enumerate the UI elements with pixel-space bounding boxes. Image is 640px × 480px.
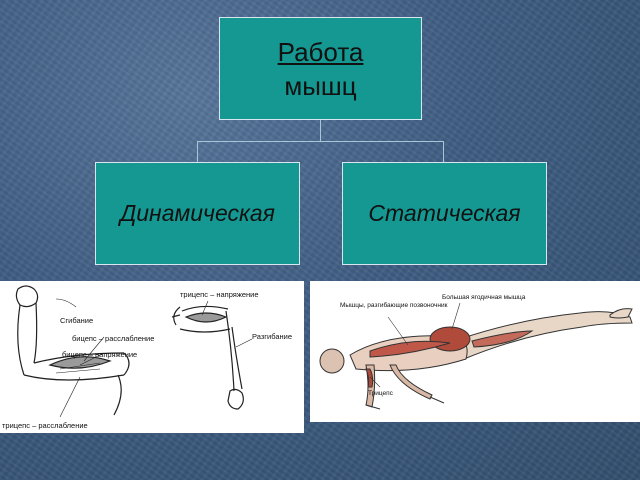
flexed-fist <box>15 285 39 308</box>
label-spine-extensors: Мышцы, разгибающие позвоночник <box>340 301 448 309</box>
extended-forearm <box>225 310 243 392</box>
arm-muscles-illustration: Сгибание бицепс – расслабление бицепс – … <box>0 281 304 433</box>
arms <box>365 364 433 408</box>
dynamic-node-label: Динамическая <box>120 200 275 226</box>
dynamic-node-box: Динамическая <box>95 162 300 265</box>
foot <box>609 308 633 319</box>
label-gluteus: Большая ягодичная мышца <box>442 294 526 301</box>
connector-right-down <box>443 141 444 162</box>
triceps-bulge <box>184 312 228 323</box>
connector-left-down <box>197 141 198 162</box>
label-biceps-tension: бицепс – напряжение <box>62 350 137 359</box>
extended-hand <box>227 388 244 410</box>
connector-root-down <box>320 120 321 142</box>
label-extension: Разгибание <box>252 332 292 341</box>
root-node-box: Работа мышц <box>219 17 422 120</box>
head <box>319 348 345 374</box>
label-biceps-relax: бицепс – расслабление <box>72 334 154 343</box>
hands <box>365 396 445 410</box>
static-pose-illustration: Мышцы, разгибающие позвоночник Большая я… <box>310 281 640 422</box>
extended-upper-arm <box>179 305 231 333</box>
label-triceps: Трицепс <box>368 390 394 397</box>
connector-horizontal <box>197 141 444 142</box>
triceps-muscle <box>365 368 374 388</box>
label-flexion: Сгибание <box>60 316 93 325</box>
static-pose-drawing: Мышцы, разгибающие позвоночник Большая я… <box>319 294 633 410</box>
label-triceps-relax: трицепс – расслабление <box>2 421 88 430</box>
flexed-forearm <box>17 302 38 376</box>
spine-extensor-muscles <box>369 340 451 358</box>
label-triceps-tension: трицепс – напряжение <box>180 290 259 299</box>
static-node-label: Статическая <box>368 200 521 226</box>
flexed-shoulder <box>113 352 130 416</box>
flexed-upper-arm <box>23 352 125 381</box>
arm-muscles-drawing: Сгибание бицепс – расслабление бицепс – … <box>2 285 292 430</box>
thigh-muscle <box>471 330 534 348</box>
legs <box>459 311 633 360</box>
root-node-subtitle: мышц <box>284 70 357 101</box>
static-node-box: Статическая <box>342 162 547 265</box>
root-node-title: Работа <box>277 36 364 67</box>
